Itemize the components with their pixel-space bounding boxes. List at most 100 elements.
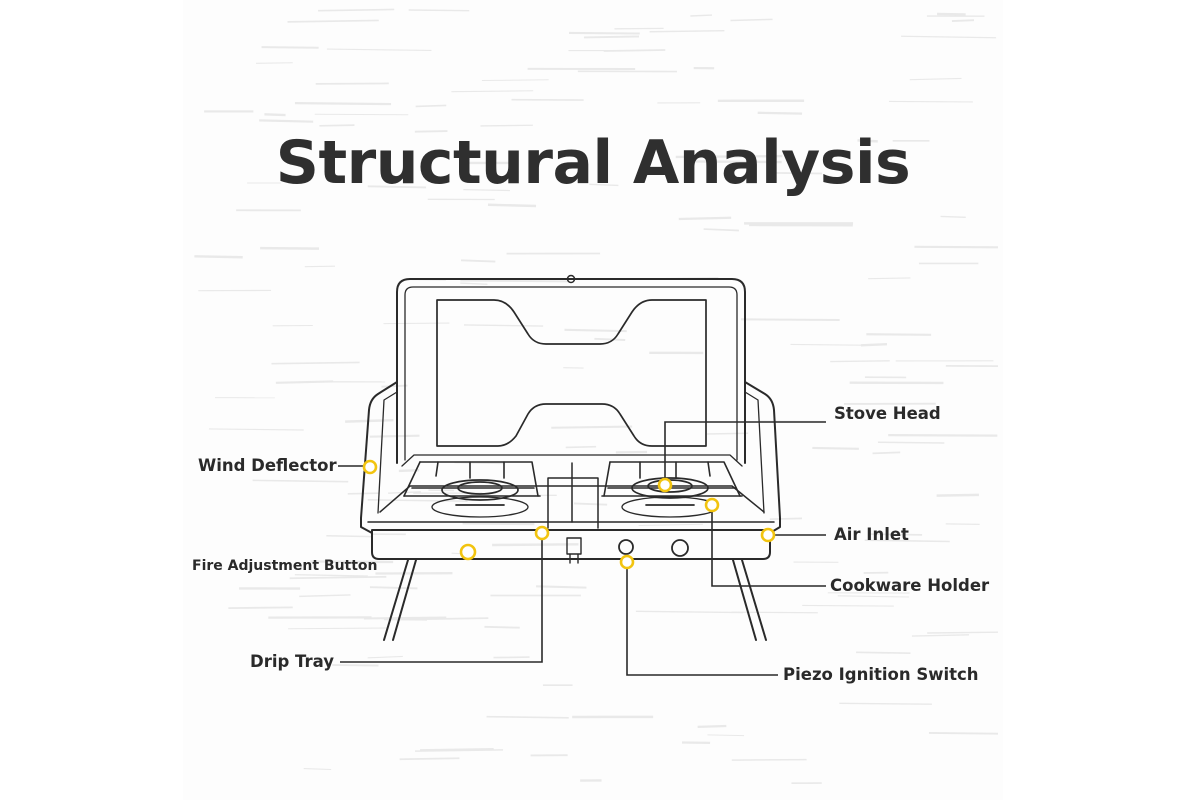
faint-texture-line xyxy=(583,35,640,39)
label-wind-deflector: Wind Deflector xyxy=(198,456,337,475)
faint-texture-line xyxy=(492,543,579,547)
faint-texture-line xyxy=(420,748,494,752)
faint-texture-line xyxy=(856,651,911,655)
right-wind-panel xyxy=(744,381,781,534)
faint-texture-line xyxy=(259,119,314,123)
lid-knob xyxy=(566,274,576,284)
right-grate xyxy=(601,461,743,497)
faint-texture-line xyxy=(264,113,286,117)
faint-texture-line xyxy=(415,104,447,108)
faint-texture-line xyxy=(367,185,427,189)
faint-texture-line xyxy=(414,130,448,133)
faint-texture-line xyxy=(480,124,533,127)
left-burner xyxy=(431,479,529,518)
callout-markers xyxy=(362,459,776,570)
left-grate xyxy=(403,461,541,497)
front-latch xyxy=(566,537,582,564)
faint-texture-line xyxy=(414,749,504,752)
faint-texture-line xyxy=(731,611,818,614)
faint-texture-line xyxy=(740,318,840,322)
faint-texture-line xyxy=(367,655,403,659)
faint-texture-line xyxy=(928,731,999,735)
faint-texture-line xyxy=(252,479,349,483)
faint-texture-line xyxy=(383,322,450,325)
faint-texture-line xyxy=(287,19,379,23)
faint-texture-line xyxy=(757,111,803,115)
faint-texture-line xyxy=(408,9,470,12)
faint-texture-line xyxy=(486,715,569,719)
faint-texture-line xyxy=(860,342,888,347)
stove-lid xyxy=(396,278,746,464)
faint-texture-line xyxy=(770,171,822,175)
faint-texture-line xyxy=(487,203,537,208)
faint-texture-line xyxy=(837,595,910,598)
label-cookware-holder: Cookware Holder xyxy=(830,576,990,595)
faint-texture-line xyxy=(888,100,973,103)
faint-texture-line xyxy=(812,446,859,450)
faint-texture-line xyxy=(255,62,293,64)
faint-texture-line xyxy=(940,215,966,219)
faint-texture-line xyxy=(536,585,587,589)
faint-texture-line xyxy=(857,139,878,143)
label-drip-tray: Drip Tray xyxy=(250,652,335,671)
cooktop-back xyxy=(401,454,743,467)
piezo-ignition-marker xyxy=(619,554,635,570)
faint-texture-line xyxy=(481,79,549,82)
stove-illustration xyxy=(360,274,781,641)
drip-tray-marker xyxy=(534,525,550,541)
cooktop-rim xyxy=(379,485,765,513)
callout-lines xyxy=(338,421,826,676)
drip-tray-line xyxy=(340,533,543,663)
faint-texture-line xyxy=(314,113,409,116)
faint-texture-line xyxy=(927,631,999,634)
faint-texture-line xyxy=(864,539,950,543)
faint-texture-line xyxy=(462,522,535,526)
faint-texture-line xyxy=(697,724,727,728)
faint-texture-line xyxy=(303,767,332,771)
faint-texture-line xyxy=(730,18,773,22)
faint-texture-line xyxy=(463,189,510,192)
faint-texture-line xyxy=(369,586,418,590)
faint-texture-line xyxy=(381,384,408,388)
faint-texture-line xyxy=(460,259,496,263)
faint-texture-line xyxy=(294,102,392,106)
faint-texture-line xyxy=(901,35,997,39)
faint-texture-line xyxy=(573,502,608,506)
faint-background-text-texture xyxy=(194,8,999,785)
cookware-holder-line xyxy=(711,505,826,587)
faint-texture-line xyxy=(294,573,368,577)
right-wind-panel-inner xyxy=(744,391,765,514)
faint-texture-line xyxy=(707,432,749,435)
faint-texture-line xyxy=(790,343,874,346)
faint-texture-line xyxy=(769,517,803,521)
stove-body xyxy=(371,529,771,560)
faint-texture-line xyxy=(304,265,335,268)
faint-texture-line xyxy=(451,90,534,93)
faint-texture-line xyxy=(564,328,627,333)
faint-texture-line xyxy=(367,499,468,502)
label-piezo-ignition-switch: Piezo Ignition Switch xyxy=(783,665,979,684)
lid-inner-edge xyxy=(404,286,738,461)
air-inlet-marker xyxy=(760,527,776,543)
piezo-ignition-line xyxy=(626,562,778,676)
faint-texture-line xyxy=(228,606,293,610)
faint-texture-line xyxy=(289,575,387,580)
background-panel xyxy=(183,0,1003,800)
faint-texture-line xyxy=(830,360,890,363)
faint-texture-line xyxy=(839,702,932,705)
faint-texture-line xyxy=(565,445,597,449)
wind-deflector-marker xyxy=(362,459,378,475)
faint-texture-line xyxy=(868,277,911,280)
faint-texture-line xyxy=(675,154,783,159)
stove-head-marker xyxy=(657,477,673,493)
page-title: Structural Analysis xyxy=(275,128,911,198)
faint-texture-line xyxy=(315,82,389,85)
label-stove-head: Stove Head xyxy=(834,404,941,423)
stove-head-line xyxy=(664,421,826,485)
faint-texture-line xyxy=(460,282,488,286)
faint-texture-line xyxy=(208,428,304,431)
faint-texture-line xyxy=(909,77,962,81)
faint-texture-line xyxy=(802,604,894,607)
faint-texture-line xyxy=(399,757,460,761)
